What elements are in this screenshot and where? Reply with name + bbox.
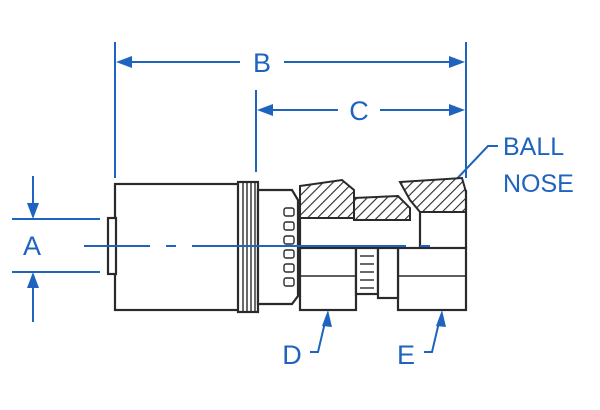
label-e: E [397, 340, 415, 370]
label-d: D [282, 340, 302, 370]
arrowhead-a-top [27, 203, 39, 219]
label-a: A [23, 231, 41, 261]
dimension-e: E [397, 310, 446, 370]
label-b: B [253, 48, 271, 78]
arrowhead-b-right [449, 56, 465, 68]
arrowhead-a-bottom [27, 272, 39, 288]
nut-d-lower [298, 246, 358, 312]
arrowhead-c-right [449, 104, 465, 116]
arrowhead-d [322, 310, 332, 327]
dimension-d: D [282, 310, 332, 370]
nut-e-lower [396, 246, 468, 312]
dimension-c: C [255, 90, 465, 172]
leader-d [310, 317, 327, 353]
stem-neck-section [353, 194, 411, 221]
label-ball: BALL [503, 133, 564, 161]
arrowhead-e [436, 310, 446, 327]
dimension-a: A [12, 176, 100, 322]
stem-neck-lower [354, 246, 380, 296]
nut-d-section [299, 178, 355, 219]
label-nose: NOSE [503, 170, 574, 198]
stem-knurl [283, 207, 295, 287]
label-c: C [349, 96, 369, 126]
arrowhead-c-left [257, 104, 273, 116]
arrowhead-b-left [116, 56, 132, 68]
dimension-b: B [114, 42, 467, 178]
nut-e-shoulder [376, 246, 400, 300]
neck-threads [360, 255, 374, 289]
leader-e [424, 317, 441, 353]
